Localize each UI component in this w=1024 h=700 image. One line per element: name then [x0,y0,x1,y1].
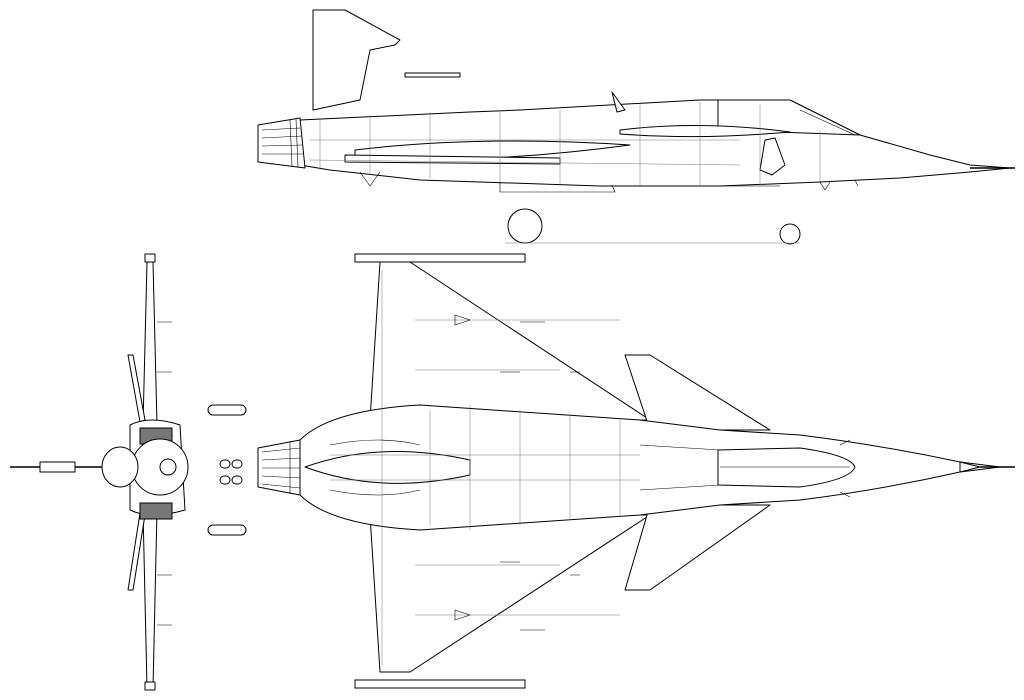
top-wing-lower [369,514,651,673]
top-canopy [717,447,856,488]
side-exhaust-nozzle [257,117,306,169]
front-wing-lower [142,509,158,689]
front-stores-center-a [219,459,231,469]
side-main-wheel [507,208,543,244]
top-wing-upper [369,261,651,421]
front-wing-upper [142,261,158,426]
top-view [257,253,1015,689]
side-view [257,9,1015,245]
front-intake-lower [139,502,173,520]
top-wingtip-rail-lower [354,679,526,689]
side-fuselage [299,99,1011,187]
top-canard-upper [624,354,771,431]
front-stores-center-b [231,459,243,469]
front-canard-lower [127,512,146,591]
front-canard-upper [127,354,146,423]
top-canard-lower [624,504,771,591]
top-exhaust-nozzle [257,439,301,496]
front-stores-upper [207,404,247,416]
top-wingtip-rail-upper [354,253,526,263]
side-nose-wheel [779,223,801,245]
side-canopy [717,99,861,136]
top-fuselage [299,404,1001,531]
side-tail-fin [312,9,401,111]
top-nose-probe [959,461,981,473]
front-view [10,253,247,691]
front-stores-lower [207,524,247,536]
front-canopy [101,446,139,488]
